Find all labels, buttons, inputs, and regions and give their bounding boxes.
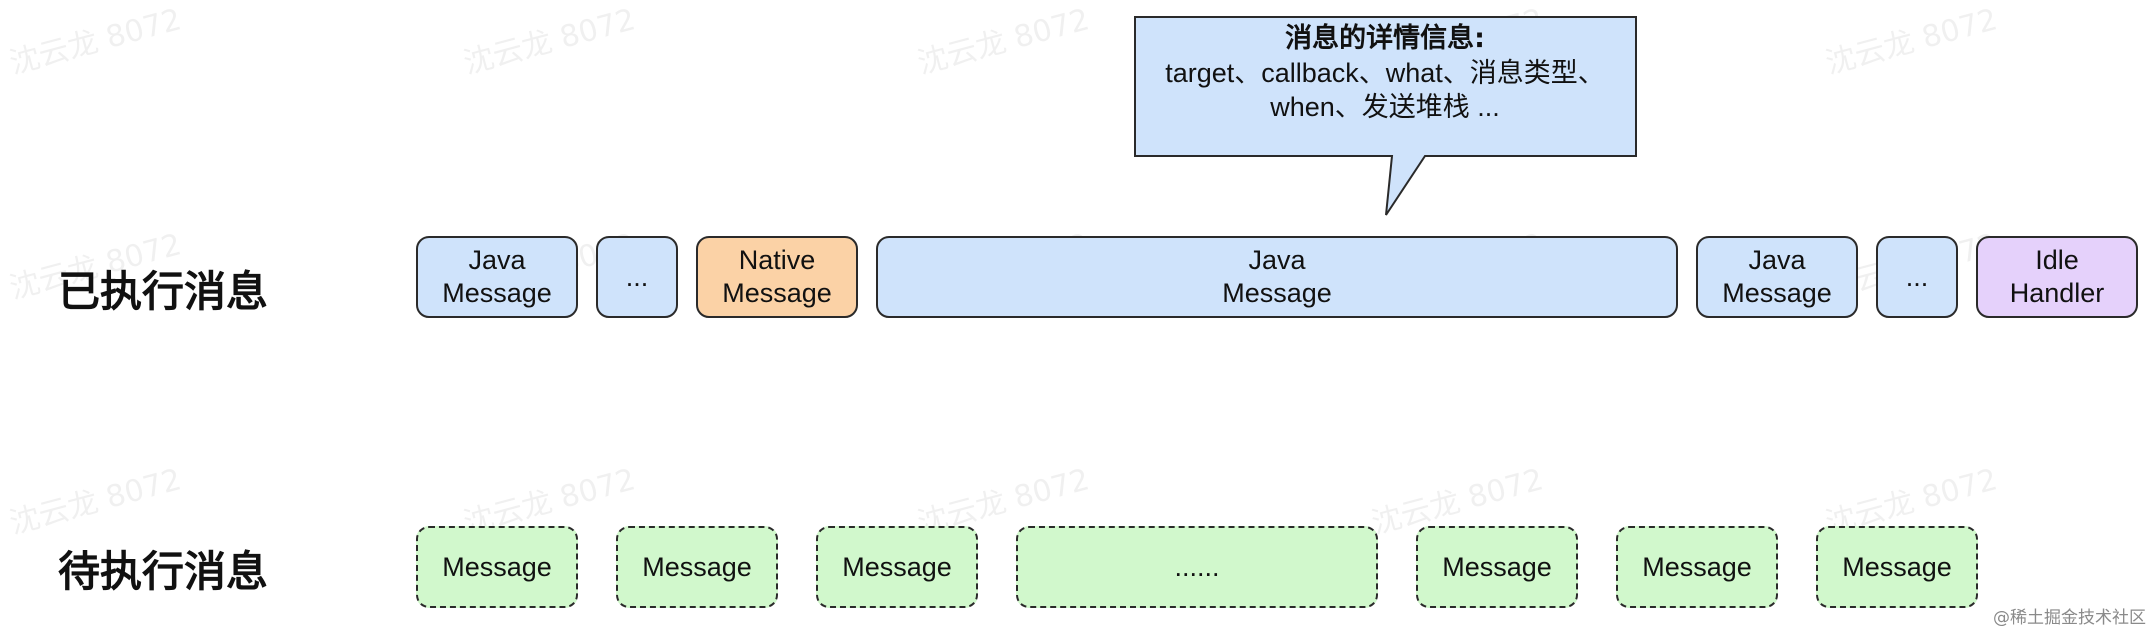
executed-ellipsis-box: ... — [1876, 236, 1958, 318]
ellipsis-label: ... — [1905, 261, 1929, 292]
executed-ellipsis-box: ... — [596, 236, 678, 318]
callout-text: 消息的详情信息: target、callback、what、消息类型、 when… — [1135, 22, 1635, 124]
handler-kind-label: Handler — [2009, 278, 2105, 308]
message-label: Message — [1842, 551, 1952, 582]
callout-title: 消息的详情信息: — [1285, 23, 1485, 54]
message-kind-label: Message — [722, 278, 832, 308]
pending-message-box: Message — [616, 526, 778, 608]
source-credit: @稀土掘金技术社区 — [1993, 608, 2146, 628]
executed-message-box: Java Message — [416, 236, 578, 318]
executed-row-label: 已执行消息 — [58, 267, 269, 316]
native-message-box: Native Message — [696, 236, 858, 318]
pending-message-box: Message — [816, 526, 978, 608]
executed-message-box: Java Message — [1696, 236, 1858, 318]
message-label: Message — [842, 551, 952, 582]
message-type-label: Java — [468, 245, 526, 275]
message-kind-label: Message — [1722, 278, 1832, 308]
pending-message-box: Message — [416, 526, 578, 608]
ellipsis-label: ...... — [1174, 551, 1220, 582]
ellipsis-label: ... — [625, 261, 649, 292]
callout-bubble — [1134, 16, 1637, 216]
handler-type-label: Idle — [2035, 245, 2079, 275]
pending-message-box: Message — [1816, 526, 1978, 608]
message-type-label: Java — [1748, 245, 1806, 275]
message-kind-label: Message — [1222, 278, 1332, 308]
message-type-label: Native — [738, 245, 816, 275]
callout-line-1: target、callback、what、消息类型、 — [1165, 58, 1605, 88]
message-label: Message — [1642, 551, 1752, 582]
pending-row-label: 待执行消息 — [58, 547, 269, 596]
message-kind-label: Message — [442, 278, 552, 308]
message-label: Message — [642, 551, 752, 582]
pending-message-box: Message — [1616, 526, 1778, 608]
message-type-label: Java — [1248, 245, 1306, 275]
message-label: Message — [442, 551, 552, 582]
idle-handler-box: Idle Handler — [1976, 236, 2138, 318]
long-java-message-box: Java Message — [876, 236, 1678, 318]
callout-line-2: when、发送堆栈 ... — [1270, 92, 1500, 122]
pending-message-box: Message — [1416, 526, 1578, 608]
message-label: Message — [1442, 551, 1552, 582]
pending-ellipsis-box: ...... — [1016, 526, 1378, 608]
